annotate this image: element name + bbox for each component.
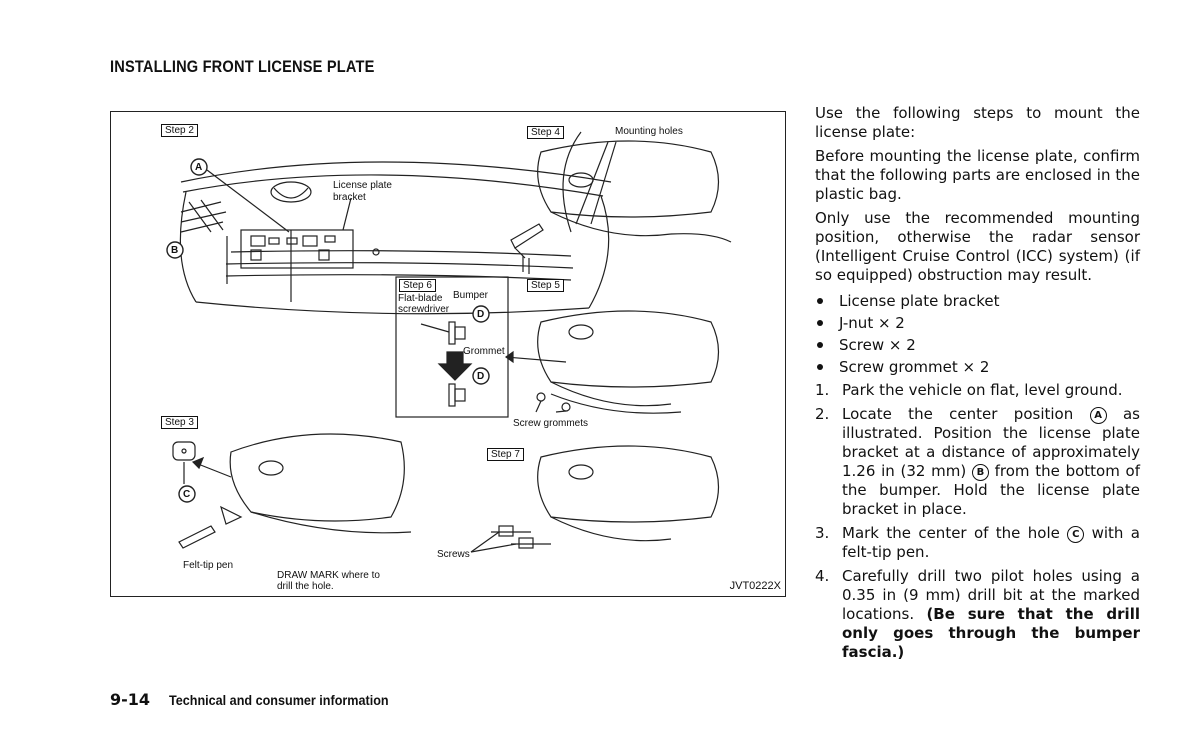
installation-figure: A B C D D Step 2 Step 4 Step 6 Step 5 St… xyxy=(110,111,786,597)
warning-paragraph: Only use the recommended mounting positi… xyxy=(815,209,1140,284)
callout-d-circle-bottom xyxy=(472,367,490,385)
step-5-label: Step 5 xyxy=(527,279,564,292)
callout-d-bottom: D xyxy=(477,371,485,382)
parts-list: License plate bracket J-nut × 2 Screw × … xyxy=(815,290,1140,378)
instructions-column: Use the following steps to mount the lic… xyxy=(815,104,1140,667)
section-title: Technical and consumer information xyxy=(169,692,389,708)
bumper-label: Bumper xyxy=(453,290,489,301)
page-footer: 9-14 Technical and consumer information xyxy=(110,690,413,709)
step-3: 3. Mark the center of the hole C with a … xyxy=(815,524,1140,561)
list-item: License plate bracket xyxy=(815,290,1140,312)
list-item: J-nut × 2 xyxy=(815,312,1140,334)
callout-c-icon: C xyxy=(1067,526,1085,543)
confirm-paragraph: Before mounting the license plate, confi… xyxy=(815,147,1140,203)
license-plate-bracket-label-2: bracket xyxy=(333,192,366,203)
page-number: 9-14 xyxy=(110,690,151,709)
screw-grommets-label: Screw grommets xyxy=(513,418,589,429)
callout-a-circle xyxy=(190,158,208,176)
bullet-icon xyxy=(817,320,823,326)
callout-b-circle xyxy=(166,241,184,259)
installation-illustration xyxy=(166,131,732,553)
bullet-icon xyxy=(817,298,823,304)
callout-b: B xyxy=(171,245,179,256)
step-4-label: Step 4 xyxy=(527,126,564,139)
callout-a-icon: A xyxy=(1089,407,1107,424)
step-3-label: Step 3 xyxy=(161,416,198,429)
step-4: 4. Carefully drill two pilot holes using… xyxy=(815,567,1140,661)
callout-b-icon: B xyxy=(971,464,989,481)
flat-blade-label-2: screwdriver xyxy=(398,304,450,315)
felt-tip-pen-label: Felt-tip pen xyxy=(183,560,234,571)
flat-blade-label-1: Flat-blade xyxy=(398,293,443,304)
callout-d-circle-top xyxy=(472,305,490,323)
step-7-label: Step 7 xyxy=(487,448,524,461)
mounting-holes-label: Mounting holes xyxy=(615,126,683,137)
step-2: 2. Locate the center position A as illus… xyxy=(815,405,1140,518)
callout-d-top: D xyxy=(477,309,485,320)
steps-list: 1. Park the vehicle on flat, level groun… xyxy=(815,381,1140,662)
intro-paragraph: Use the following steps to mount the lic… xyxy=(815,104,1140,141)
step-2-label: Step 2 xyxy=(161,124,198,137)
list-item: Screw grommet × 2 xyxy=(815,356,1140,378)
grommet-label: Grommet xyxy=(463,346,505,357)
bullet-icon xyxy=(817,364,823,370)
callout-c-circle xyxy=(178,485,196,503)
draw-mark-label-2: drill the hole. xyxy=(277,581,334,592)
bullet-icon xyxy=(817,342,823,348)
callout-c: C xyxy=(183,489,191,500)
screws-label: Screws xyxy=(437,549,470,560)
step-6-label: Step 6 xyxy=(399,279,436,292)
callout-a: A xyxy=(195,162,203,173)
license-plate-bracket-label-1: License plate xyxy=(333,180,392,191)
draw-mark-label-1: DRAW MARK where to xyxy=(277,570,380,581)
step-1: 1. Park the vehicle on flat, level groun… xyxy=(815,381,1123,399)
figure-code: JVT0222X xyxy=(729,580,781,592)
list-item: Screw × 2 xyxy=(815,334,1140,356)
page-heading: INSTALLING FRONT LICENSE PLATE xyxy=(110,57,375,76)
